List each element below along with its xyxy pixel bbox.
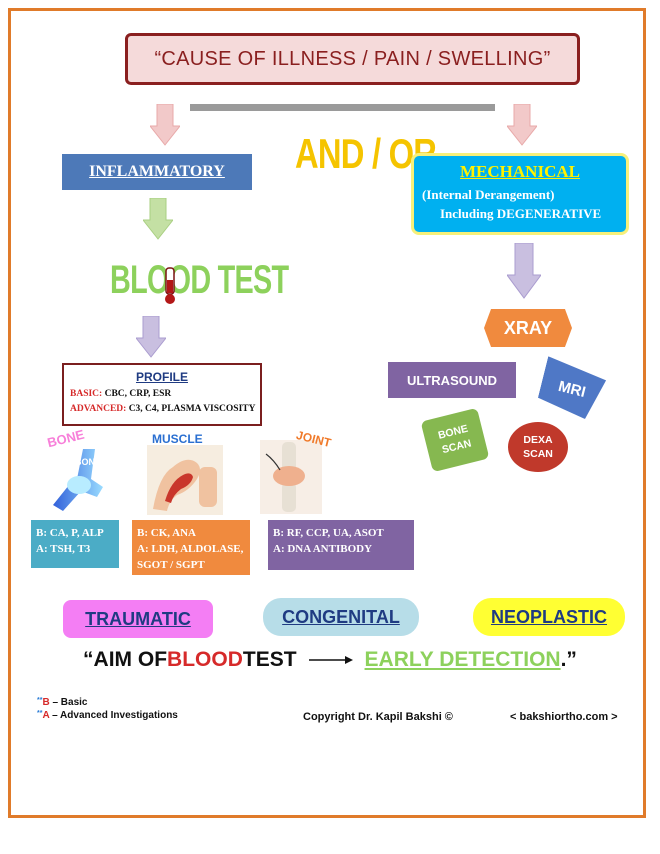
muscle-image-icon [147,445,223,515]
website-link[interactable]: < bakshiortho.com > [510,711,618,723]
arrow-down-icon [143,198,173,240]
dexa-label-2: SCAN [523,448,553,460]
profile-basic-key: BASIC: [70,389,103,399]
blood-tube-icon [165,267,175,304]
muscle-advanced-2: SGOT / SGPT [137,558,205,571]
title-banner: “CAUSE OF ILLNESS / PAIN / SWELLING” [125,33,580,85]
legend-star: ** [37,710,43,717]
aim-early-detection: EARLY DETECTION [364,648,561,671]
arrow-down-icon [507,243,541,299]
ultrasound-box: ULTRASOUND [388,362,516,398]
bone-image-icon [33,445,123,517]
legend-a-value: – Advanced Investigations [49,710,178,721]
legend-a-key: A [42,710,50,721]
arrow-down-icon [136,316,166,358]
legend-b-value: – Basic [49,697,88,708]
profile-advanced: ADVANCED: C3, C4, PLASMA VISCOSITY [70,404,255,414]
joint-basic: B: RF, CCP, UA, ASOT [273,527,384,539]
legend-basic: **B – Basic [37,697,88,708]
legend-b-key: B [42,697,50,708]
profile-advanced-key: ADVANCED: [70,404,127,414]
profile-basic-value: CBC, CRP, ESR [102,389,172,399]
bone-advanced: A: TSH, T3 [36,542,91,555]
profile-box: PROFILE BASIC: CBC, CRP, ESR ADVANCED: C… [62,363,262,426]
aim-blood: BLOOD [167,648,243,671]
mechanical-subtitle-2: Including DEGENERATIVE [440,206,602,221]
joint-tests-box: B: RF, CCP, UA, ASOT A: DNA ANTIBODY [268,520,414,570]
inflammatory-box: INFLAMMATORY [62,154,252,190]
aim-part-1: “AIM OF [83,648,168,671]
arrow-down-icon [507,104,537,146]
xray-label: XRAY [503,317,553,338]
dexa-scan-badge: DEXA SCAN [508,422,568,472]
muscle-advanced: A: LDH, ALDOLASE, [137,542,244,555]
ultrasound-label: ULTRASOUND [406,372,498,388]
mechanical-box: MECHANICAL (Internal Derangement) Includ… [411,153,629,235]
profile-basic: BASIC: CBC, CRP, ESR [70,389,171,399]
arrow-right-icon [308,656,353,664]
bone-basic: B: CA, P, ALP [36,527,104,539]
aim-statement: “AIM OF BLOOD TEST EARLY DETECTION.” [0,648,660,672]
bone-tests-box: B: CA, P, ALP A: TSH, T3 [31,520,119,568]
bone-image-label: BONE [75,457,102,467]
joint-image-icon [260,440,322,514]
legend-advanced: **A – Advanced Investigations [37,710,178,721]
xray-badge: XRAY [484,309,572,347]
profile-title: PROFILE [135,370,188,384]
congenital-box: CONGENITAL [263,598,419,636]
muscle-label: MUSCLE [152,432,203,446]
title-text: “CAUSE OF ILLNESS / PAIN / SWELLING” [154,47,551,70]
aim-part-3: TEST [242,648,297,671]
muscle-basic: B: CK, ANA [137,527,196,539]
copyright-text: Copyright Dr. Kapil Bakshi © [303,711,453,723]
neoplastic-label: NEOPLASTIC [490,606,607,627]
muscle-tests-box: B: CK, ANA A: LDH, ALDOLASE, SGOT / SGPT [132,520,250,575]
profile-advanced-value: C3, C4, PLASMA VISCOSITY [126,404,256,414]
neoplastic-box: NEOPLASTIC [473,598,625,636]
connector-bar [190,104,495,111]
traumatic-label: TRAUMATIC [85,608,191,629]
aim-part-5: .” [560,648,577,671]
page-frame [8,8,646,818]
joint-advanced: A: DNA ANTIBODY [273,542,373,555]
inflammatory-label: INFLAMMATORY [89,163,225,180]
mechanical-subtitle-1: (Internal Derangement) [422,187,555,202]
arrow-down-icon [150,104,180,146]
dexa-label-1: DEXA [523,433,553,446]
congenital-label: CONGENITAL [282,606,400,627]
traumatic-box: TRAUMATIC [63,600,213,638]
mechanical-label: MECHANICAL [460,162,580,181]
legend-star: ** [37,697,43,704]
blood-test-title: BLOOD TEST [110,258,289,302]
mri-label: MRI [556,377,588,401]
